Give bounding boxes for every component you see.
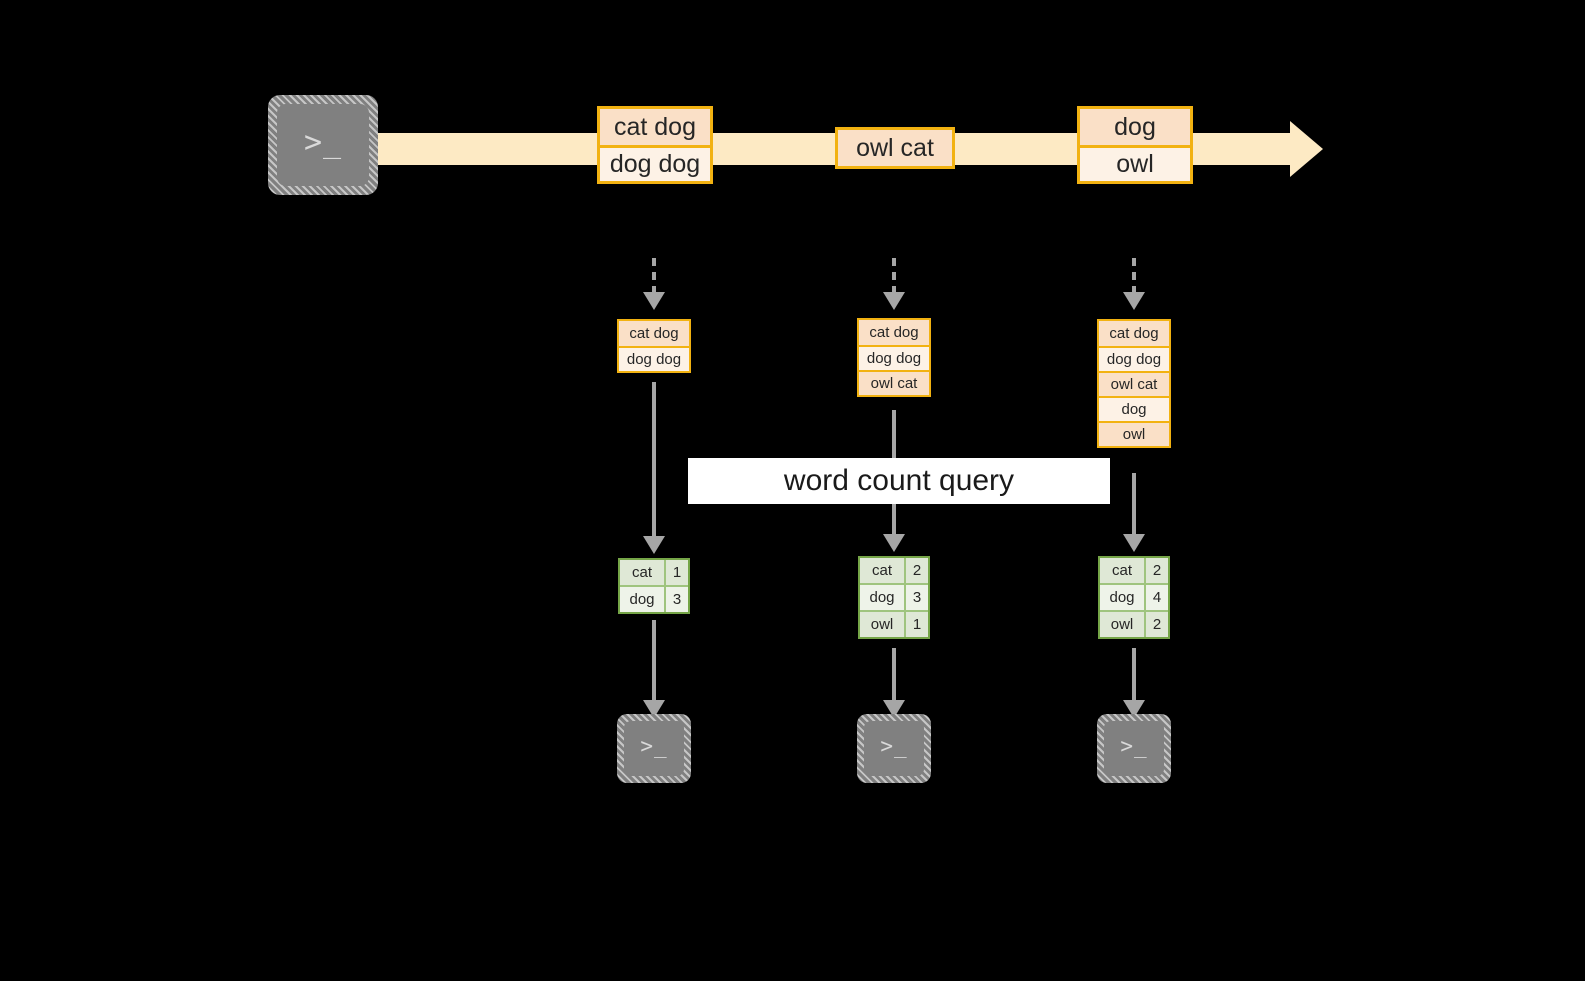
terminal-screen xyxy=(1104,721,1164,776)
count-value: 3 xyxy=(664,587,688,612)
table-row: owl 1 xyxy=(860,610,928,637)
table-row: dog 3 xyxy=(860,583,928,610)
count-value: 3 xyxy=(904,585,928,610)
source-terminal-icon[interactable]: >_ xyxy=(268,95,378,195)
count-word: dog xyxy=(620,587,664,612)
snapshot-3-input-row: owl cat xyxy=(1099,371,1169,396)
snapshot-3-dashed-connector xyxy=(1132,258,1136,294)
snapshot-2-query-arrowhead xyxy=(883,534,905,552)
snapshot-2-sink-arrowhead xyxy=(883,700,905,718)
snapshot-3-input-row: dog xyxy=(1099,396,1169,421)
snapshot-1-input-table[interactable]: cat dog dog dog xyxy=(617,319,691,373)
count-word: cat xyxy=(620,560,664,585)
snapshot-3-sink-arrowhead xyxy=(1123,700,1145,718)
table-row: cat 2 xyxy=(1100,558,1168,583)
snapshot-3-input-row: owl xyxy=(1099,421,1169,446)
snapshot-2-dashed-connector xyxy=(892,258,896,294)
snapshot-1-query-connector xyxy=(652,382,656,538)
count-word: owl xyxy=(1100,612,1144,637)
snapshot-3-query-arrowhead xyxy=(1123,534,1145,552)
snapshot-3-count-table[interactable]: cat 2 dog 4 owl 2 xyxy=(1098,556,1170,639)
terminal-screen xyxy=(624,721,684,776)
snapshot-2-input-table[interactable]: cat dog dog dog owl cat xyxy=(857,318,931,397)
stream-message-3[interactable]: dog owl xyxy=(1077,106,1193,184)
snapshot-3-sink-connector xyxy=(1132,648,1136,702)
count-value: 4 xyxy=(1144,585,1168,610)
snapshot-1-sink-terminal-icon[interactable]: >_ xyxy=(617,714,691,783)
stream-message-line: cat dog xyxy=(600,109,710,145)
table-row: cat 1 xyxy=(620,560,688,585)
snapshot-1-count-table[interactable]: cat 1 dog 3 xyxy=(618,558,690,614)
count-word: cat xyxy=(1100,558,1144,583)
snapshot-3-dashed-arrowhead xyxy=(1123,292,1145,310)
count-value: 1 xyxy=(904,612,928,637)
terminal-prompt-glyph: >_ xyxy=(303,125,343,160)
terminal-screen xyxy=(277,104,369,186)
table-row: owl 2 xyxy=(1100,610,1168,637)
snapshot-1-input-row: cat dog xyxy=(619,321,689,346)
count-word: cat xyxy=(860,558,904,583)
terminal-prompt-glyph: >_ xyxy=(1120,734,1148,758)
snapshot-3-input-table[interactable]: cat dog dog dog owl cat dog owl xyxy=(1097,319,1171,448)
count-word: owl xyxy=(860,612,904,637)
count-value: 2 xyxy=(904,558,928,583)
count-value: 1 xyxy=(664,560,688,585)
stream-message-1[interactable]: cat dog dog dog xyxy=(597,106,713,184)
snapshot-1-dashed-arrowhead xyxy=(643,292,665,310)
snapshot-1-query-arrowhead xyxy=(643,536,665,554)
terminal-prompt-glyph: >_ xyxy=(880,734,908,758)
snapshot-1-dashed-connector xyxy=(652,258,656,294)
snapshot-1-sink-connector xyxy=(652,620,656,702)
query-label: word count query xyxy=(688,458,1110,504)
snapshot-3-input-row: cat dog xyxy=(1099,321,1169,346)
snapshot-1-sink-arrowhead xyxy=(643,700,665,718)
terminal-screen xyxy=(864,721,924,776)
snapshot-2-sink-terminal-icon[interactable]: >_ xyxy=(857,714,931,783)
stream-message-line: dog dog xyxy=(600,145,710,181)
count-value: 2 xyxy=(1144,612,1168,637)
stream-message-line: dog xyxy=(1080,109,1190,145)
snapshot-2-input-row: dog dog xyxy=(859,345,929,370)
snapshot-2-dashed-arrowhead xyxy=(883,292,905,310)
snapshot-1-input-row: dog dog xyxy=(619,346,689,371)
snapshot-2-input-row: owl cat xyxy=(859,370,929,395)
snapshot-2-sink-connector xyxy=(892,648,896,702)
snapshot-2-count-table[interactable]: cat 2 dog 3 owl 1 xyxy=(858,556,930,639)
stream-message-line: owl xyxy=(1080,145,1190,181)
snapshot-3-query-connector xyxy=(1132,473,1136,538)
count-word: dog xyxy=(1100,585,1144,610)
terminal-prompt-glyph: >_ xyxy=(640,734,668,758)
stream-arrowhead xyxy=(1290,121,1323,177)
snapshot-3-sink-terminal-icon[interactable]: >_ xyxy=(1097,714,1171,783)
snapshot-3-input-row: dog dog xyxy=(1099,346,1169,371)
snapshot-2-input-row: cat dog xyxy=(859,320,929,345)
table-row: dog 3 xyxy=(620,585,688,612)
count-word: dog xyxy=(860,585,904,610)
stream-message-2[interactable]: owl cat xyxy=(835,127,955,169)
stream-message-line: owl cat xyxy=(838,130,952,166)
table-row: cat 2 xyxy=(860,558,928,583)
count-value: 2 xyxy=(1144,558,1168,583)
table-row: dog 4 xyxy=(1100,583,1168,610)
